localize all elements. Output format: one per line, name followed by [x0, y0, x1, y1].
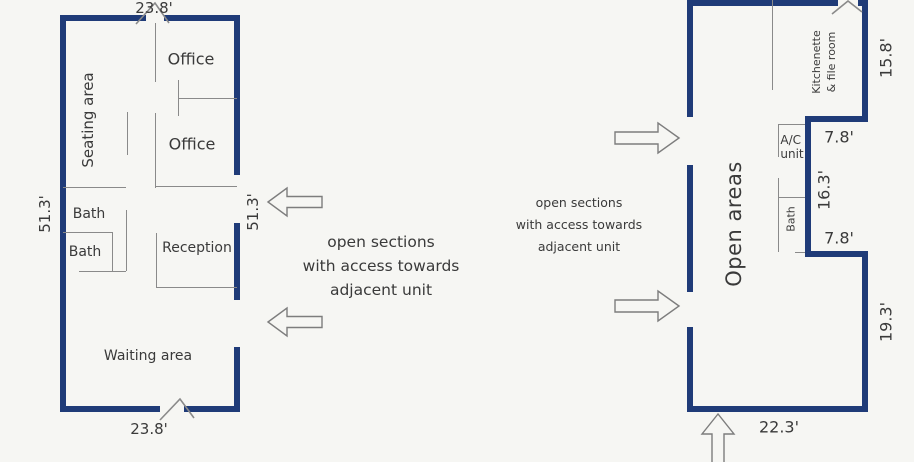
left-unit-wall-west: [60, 15, 66, 412]
break-mark-icon: [831, 0, 863, 15]
right-unit-notch-bottom: [805, 251, 868, 257]
ac-line2: unit: [780, 147, 804, 161]
note-line: with access towards: [515, 217, 643, 232]
room-label-ac-unit: A/C unit: [780, 133, 803, 161]
left-unit-wall-north-a: [60, 15, 146, 21]
dim-bottom: 23.8': [130, 420, 168, 438]
interior-wall: [178, 98, 237, 99]
interior-wall: [156, 233, 157, 287]
dim-notch-top: 7.8': [824, 127, 854, 147]
left-unit-wall-north-b: [164, 15, 240, 21]
note-left-unit: open sections with access towards adjace…: [303, 230, 460, 302]
room-label-waiting-area: Waiting area: [103, 348, 193, 364]
interior-wall: [127, 112, 128, 155]
break-mark-icon: [159, 397, 195, 421]
interior-wall: [772, 0, 773, 90]
interior-wall: [178, 80, 179, 116]
interior-wall: [778, 124, 805, 125]
dim-bottom-right-unit: 22.3': [758, 417, 800, 437]
dim-top: 23.8': [135, 0, 173, 17]
room-label-kitchenette: Kitchenette & file room: [809, 30, 839, 94]
room-label-open-areas: Open areas: [722, 161, 746, 287]
dim-right: 51.3': [244, 193, 262, 231]
room-label-seating-area: Seating area: [79, 72, 97, 168]
arrow-left-icon: [266, 186, 323, 218]
interior-wall: [778, 178, 779, 252]
note-line: adjacent unit: [329, 281, 433, 299]
interior-wall: [778, 197, 805, 198]
interior-wall: [112, 232, 113, 271]
right-unit-wall-west-c: [687, 327, 693, 412]
dim-notch-mid: 16.3': [814, 169, 834, 211]
left-unit-wall-east-a: [234, 15, 240, 175]
note-line: open sections: [535, 195, 623, 210]
room-label-bath-top: Bath: [72, 206, 106, 222]
room-label-reception: Reception: [162, 240, 232, 256]
right-unit-notch-top: [805, 116, 868, 122]
right-unit-wall-north-a: [687, 0, 838, 6]
dim-left: 51.3': [36, 195, 54, 233]
interior-wall: [795, 252, 805, 253]
dim-right-bottom: 19.3': [876, 301, 896, 343]
interior-wall: [79, 271, 126, 272]
arrow-right-icon: [614, 121, 681, 155]
kitchenette-line1: Kitchenette: [810, 30, 823, 94]
interior-wall: [155, 113, 156, 188]
interior-wall: [778, 124, 779, 157]
left-unit-wall-south-b: [184, 406, 240, 412]
room-label-bath: Bath: [784, 206, 798, 232]
left-unit-wall-east-b: [234, 223, 240, 300]
arrow-left-icon: [266, 306, 323, 338]
left-unit-wall-south-a: [60, 406, 160, 412]
note-line: open sections: [327, 233, 435, 251]
dim-notch-bottom: 7.8': [824, 228, 854, 248]
right-unit-wall-south: [687, 406, 868, 412]
right-unit-wall-west-b: [687, 165, 693, 292]
interior-wall: [156, 287, 237, 288]
arrow-right-icon: [614, 289, 681, 323]
right-unit-wall-east-bottom: [862, 251, 868, 412]
note-line: with access towards: [302, 257, 460, 275]
room-label-bath-bottom: Bath: [68, 244, 102, 260]
right-unit-notch-inner: [805, 116, 811, 257]
note-right-unit: open sections with access towards adjace…: [516, 192, 642, 258]
right-unit-wall-west-a: [687, 0, 693, 117]
interior-wall: [63, 232, 112, 233]
ac-line1: A/C: [780, 133, 802, 147]
arrow-up-icon: [700, 412, 736, 462]
interior-wall: [126, 210, 127, 271]
note-line: adjacent unit: [537, 239, 621, 254]
interior-wall: [63, 187, 126, 188]
break-mark-icon: [135, 1, 170, 25]
room-label-office-top: Office: [167, 49, 215, 69]
room-label-office-bottom: Office: [168, 134, 216, 154]
interior-wall: [155, 186, 237, 187]
dim-right-top: 15.8': [876, 37, 896, 79]
right-unit-wall-east-top: [862, 0, 868, 122]
left-unit-wall-east-c: [234, 347, 240, 412]
kitchenette-line2: & file room: [825, 31, 838, 93]
interior-wall: [155, 23, 156, 82]
